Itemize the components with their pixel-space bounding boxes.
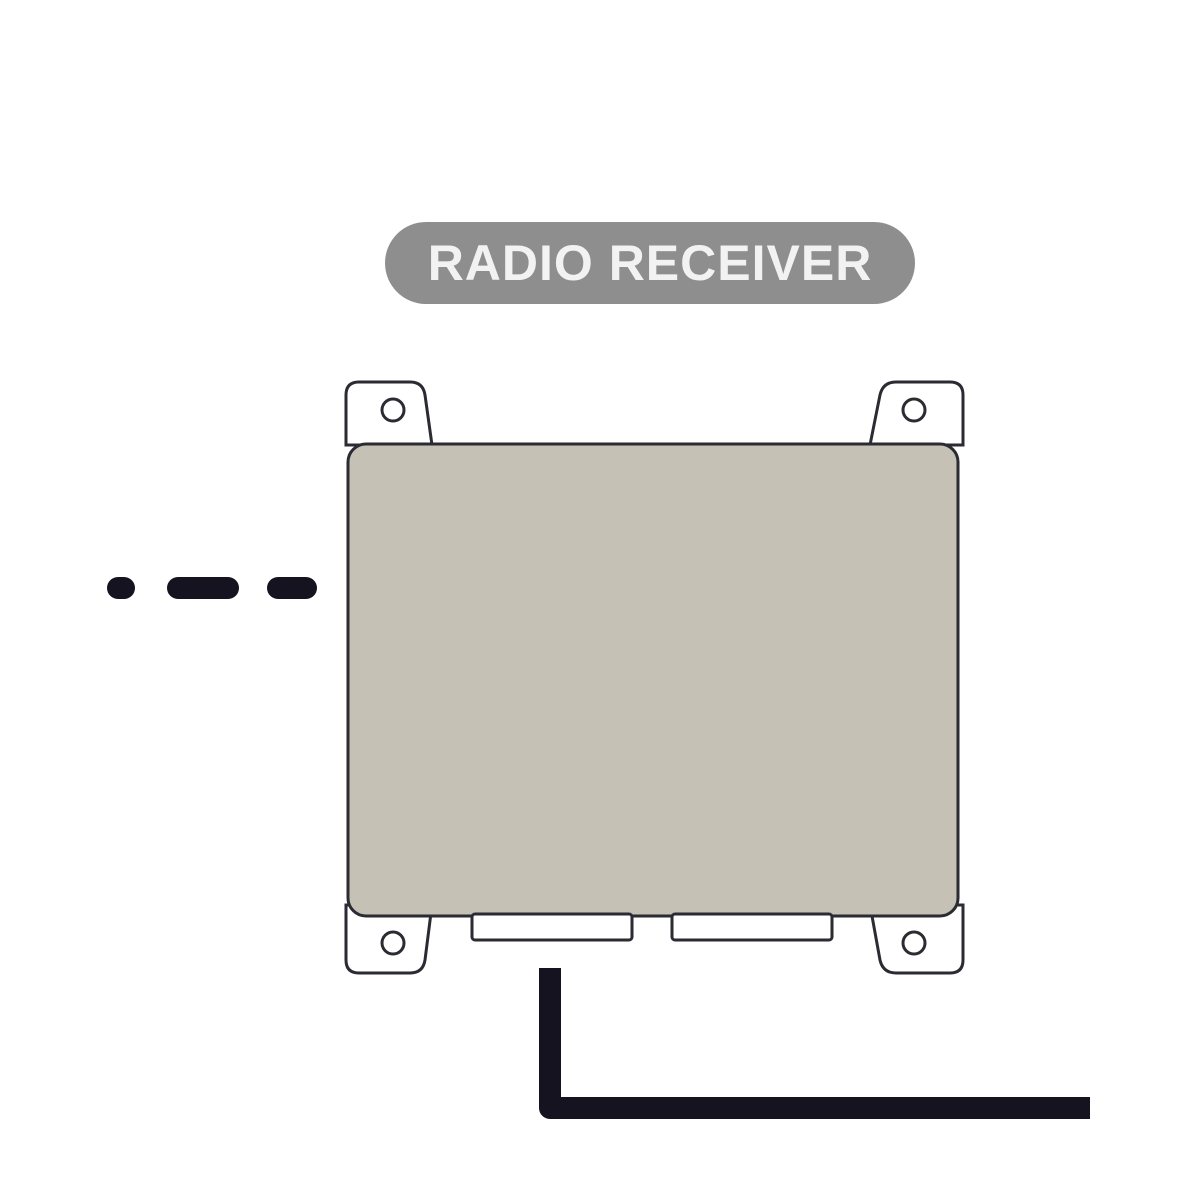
connector-port-right: [670, 912, 834, 942]
mounting-ear-bottom-right: [868, 903, 965, 975]
device-label-text: RADIO RECEIVER: [427, 235, 873, 291]
screw-hole-icon: [901, 397, 927, 423]
mounting-ear-top-right: [868, 380, 965, 447]
mounting-ear-top-left: [344, 380, 434, 447]
device-label-badge: RADIO RECEIVER: [385, 222, 915, 304]
solid-wire-bottom: [539, 968, 1090, 1119]
screw-hole-icon: [380, 397, 406, 423]
screw-hole-icon: [380, 930, 406, 956]
screw-hole-icon: [901, 930, 927, 956]
connector-port-left: [470, 912, 634, 942]
receiver-housing: [346, 442, 960, 918]
mounting-ear-bottom-left: [344, 903, 434, 975]
